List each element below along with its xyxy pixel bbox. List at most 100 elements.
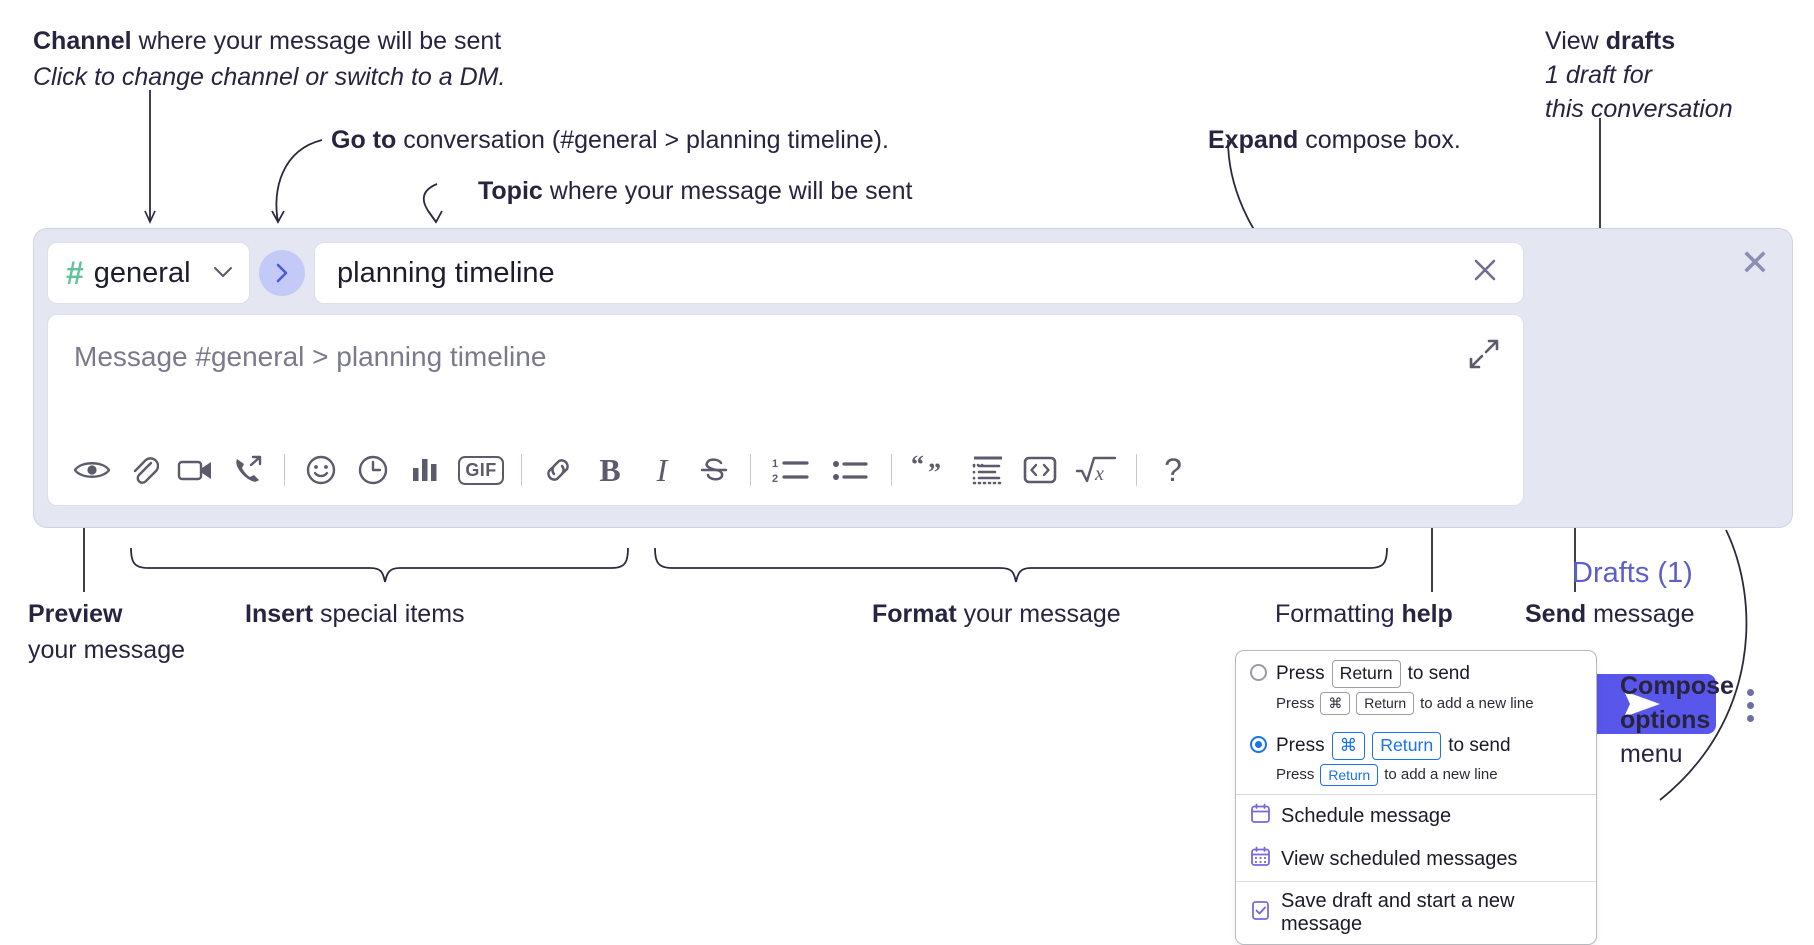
menu-option-return-to-send[interactable]: Press Return to send — [1236, 651, 1596, 692]
inline-code-icon[interactable] — [1014, 444, 1066, 496]
annotation-insert-rest: special items — [313, 600, 465, 628]
annotation-drafts-italic1: 1 draft for — [1545, 61, 1652, 89]
bold-icon[interactable]: B — [584, 444, 636, 496]
topic-input[interactable]: planning timeline — [314, 242, 1524, 304]
go-to-conversation-button[interactable] — [259, 250, 305, 296]
menu-item-schedule-message[interactable]: Schedule message — [1236, 795, 1596, 838]
calendar-icon — [1250, 803, 1271, 830]
topic-value: planning timeline — [337, 256, 555, 289]
menu-item-label: Schedule message — [1281, 805, 1452, 828]
kbd-return: Return — [1331, 660, 1401, 688]
toolbar-divider — [521, 454, 522, 486]
annotation-send-rest: message — [1586, 600, 1695, 628]
preview-icon[interactable] — [66, 444, 118, 496]
gif-label: GIF — [458, 455, 504, 485]
bold-label: B — [599, 451, 621, 488]
help-label: ? — [1164, 451, 1182, 488]
channel-picker[interactable]: # general — [47, 242, 250, 304]
bullet-list-icon[interactable] — [821, 444, 881, 496]
clear-topic-icon[interactable] — [1469, 254, 1501, 292]
annotation-channel-italic: Click to change channel or switch to a D… — [33, 63, 506, 91]
annotation-drafts-pre: View — [1545, 27, 1606, 55]
option1-pre: Press — [1276, 662, 1325, 684]
chevron-down-icon — [213, 262, 233, 284]
attachment-icon[interactable] — [118, 444, 170, 496]
annotation-expand-rest: compose box. — [1298, 126, 1461, 154]
annotation-format-rest: your message — [956, 600, 1121, 628]
annotation-drafts-bold: drafts — [1605, 27, 1676, 55]
radio-button-selected[interactable] — [1250, 735, 1267, 753]
menu-option-cmd-return-to-send[interactable]: Press ⌘ Return to send — [1236, 723, 1596, 764]
gif-icon[interactable]: GIF — [451, 444, 511, 496]
kbd-return: Return — [1372, 731, 1442, 760]
option2-sub-post: to add a new line — [1384, 766, 1498, 784]
hash-icon: # — [66, 255, 84, 291]
italic-label: I — [656, 451, 668, 488]
svg-text:”: ” — [928, 458, 941, 485]
link-icon[interactable] — [532, 444, 584, 496]
option2-pre: Press — [1276, 734, 1325, 756]
radio-button[interactable] — [1250, 664, 1267, 681]
menu-divider — [1236, 794, 1596, 796]
strikethrough-icon[interactable] — [688, 444, 740, 496]
emoji-icon[interactable] — [295, 444, 347, 496]
toolbar-divider — [1136, 454, 1137, 486]
math-icon[interactable]: x — [1066, 444, 1126, 496]
menu-item-view-scheduled-messages[interactable]: View scheduled messages — [1236, 838, 1596, 881]
bar-chart-icon[interactable] — [399, 444, 451, 496]
message-compose-box: ✕ # general planning timeline — [33, 228, 1793, 734]
annotation-channel-bold: Channel — [33, 27, 132, 55]
clock-icon[interactable] — [347, 444, 399, 496]
code-block-icon[interactable] — [962, 444, 1014, 496]
annotation-format-bold: Format — [872, 600, 957, 628]
annotation-preview-bold: Preview — [28, 600, 123, 628]
video-icon[interactable] — [170, 444, 222, 496]
toolbar-divider — [750, 454, 751, 486]
annotation-preview: Preview your message — [28, 598, 185, 666]
annotation-drafts: View drafts 1 draft for this conversatio… — [1545, 25, 1733, 125]
dot — [1746, 688, 1754, 696]
toolbar-divider — [891, 454, 892, 486]
option-label: Press ⌘ Return to send — [1276, 731, 1511, 760]
ordered-list-icon[interactable]: 1 2 — [761, 444, 821, 496]
annotation-help-bold: help — [1401, 600, 1453, 628]
annotation-goto: Go to conversation (#general > planning … — [331, 124, 889, 156]
help-icon[interactable]: ? — [1147, 444, 1199, 496]
toolbar-divider — [284, 454, 285, 486]
formatting-toolbar: GIF B I — [48, 435, 1523, 505]
annotation-expand-bold: Expand — [1208, 126, 1299, 154]
document-check-icon — [1250, 900, 1271, 927]
message-input-area[interactable]: Message #general > planning timeline — [47, 314, 1524, 506]
annotation-send-bold: Send — [1525, 600, 1587, 628]
phone-forward-icon[interactable] — [222, 444, 274, 496]
annotation-goto-bold: Go to — [331, 126, 397, 154]
annotation-preview-line2: your message — [28, 636, 186, 664]
compose-options-button[interactable] — [1736, 677, 1764, 733]
annotation-formatting-help: Formatting help — [1275, 598, 1453, 630]
annotation-topic-rest: where your message will be sent — [542, 177, 913, 205]
expand-icon[interactable] — [1467, 337, 1501, 376]
compose-header-row: # general planning timeline — [47, 242, 1524, 304]
drafts-link[interactable]: Drafts (1) — [1572, 557, 1693, 589]
annotation-goto-rest: conversation (#general > planning timeli… — [396, 126, 889, 154]
annotation-channel-rest: where your message will be sent — [131, 27, 502, 55]
annotation-topic: Topic where your message will be sent — [478, 175, 912, 207]
svg-text:1: 1 — [772, 458, 778, 470]
annotation-help-pre: Formatting — [1275, 600, 1402, 628]
svg-text:“: “ — [911, 455, 924, 479]
option2-post: to send — [1448, 734, 1511, 756]
annotation-send: Send message — [1525, 598, 1695, 630]
annotation-co-line2: options — [1620, 706, 1711, 734]
italic-icon[interactable]: I — [636, 444, 688, 496]
menu-divider — [1236, 881, 1596, 883]
kbd-command: ⌘ — [1320, 691, 1351, 715]
close-icon[interactable]: ✕ — [1739, 242, 1770, 283]
annotation-drafts-italic2: this conversation — [1545, 95, 1733, 123]
message-placeholder: Message #general > planning timeline — [74, 341, 547, 372]
blockquote-icon[interactable]: “ ” — [902, 444, 962, 496]
dot — [1746, 714, 1754, 722]
menu-item-label: Save draft and start a new message — [1281, 890, 1515, 936]
kbd-command: ⌘ — [1331, 731, 1366, 760]
menu-item-save-draft[interactable]: Save draft and start a new message — [1236, 882, 1596, 944]
channel-name: general — [93, 256, 191, 289]
